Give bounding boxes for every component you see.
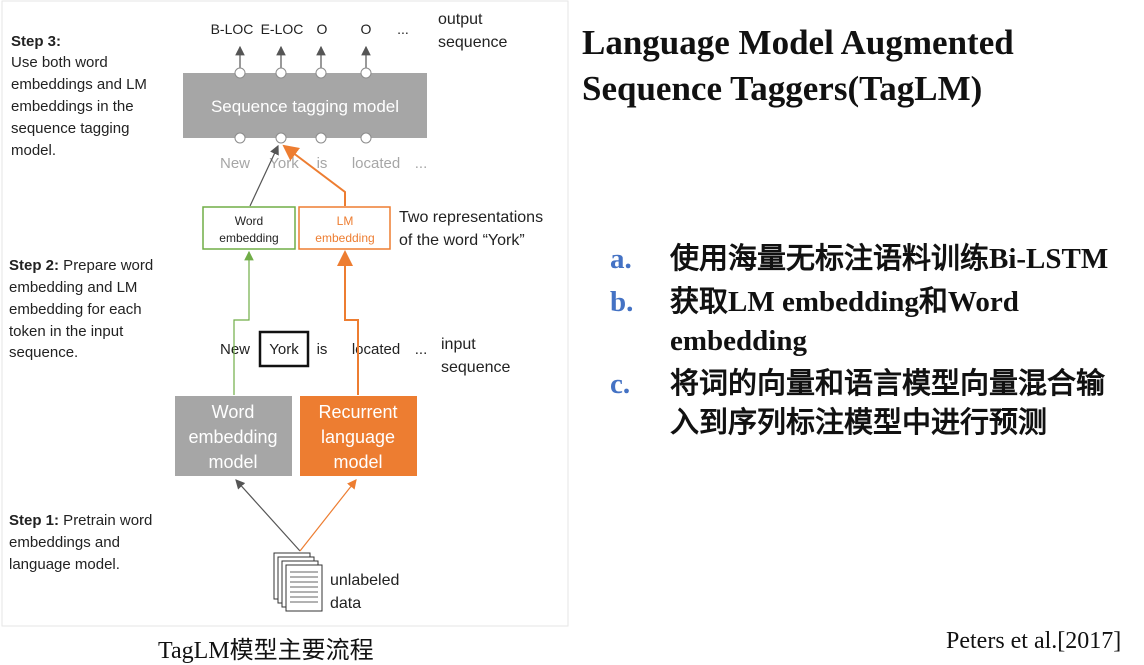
svg-text:sequence: sequence <box>438 34 507 51</box>
svg-text:embedding and LM: embedding and LM <box>9 279 137 296</box>
svg-text:York: York <box>269 341 299 358</box>
slide-title-line: Sequence Taggers(TagLM) <box>582 69 983 108</box>
step3-heading: Step 3: <box>11 33 61 50</box>
bullet-text: 获取LM embedding和Word embedding <box>670 286 1019 357</box>
word-embedding-box <box>202 206 296 250</box>
svg-text:is: is <box>317 341 328 358</box>
lm-model-to-embedding-arrow <box>337 250 359 395</box>
svg-text:language: language <box>321 427 395 447</box>
output-label: O <box>361 21 372 37</box>
svg-text:input: input <box>441 336 476 353</box>
recurrent-language-model-box <box>300 396 417 476</box>
svg-text:language model.: language model. <box>9 556 120 573</box>
output-label: B-LOC <box>211 21 254 37</box>
svg-text:output: output <box>438 11 483 28</box>
output-caption: output sequence <box>438 11 507 51</box>
bullet-marker: a. <box>610 243 632 275</box>
svg-text:embeddings and: embeddings and <box>9 534 120 551</box>
figure-caption: TagLM模型主要流程 <box>158 638 374 664</box>
sequence-tagging-model-box <box>183 73 427 138</box>
svg-text:Step 2: Prepare word: Step 2: Prepare word <box>9 257 153 274</box>
step2-heading: Step 2: <box>9 257 59 274</box>
two-representations-note: Two representations of the word “York” <box>399 209 543 249</box>
step3-text: Step 3: Use both word embeddings and LM … <box>11 33 147 159</box>
step3-line: model. <box>11 142 56 159</box>
slide-title: Language Model Augmented Sequence Tagger… <box>582 20 1122 112</box>
step3-line: Use both word <box>11 54 108 71</box>
svg-text:...: ... <box>415 341 428 358</box>
svg-text:Step 1: Pretrain word: Step 1: Pretrain word <box>9 512 152 529</box>
svg-text:token in the input: token in the input <box>9 323 124 340</box>
svg-text:model: model <box>208 452 257 472</box>
word-embedding-label: embedding <box>219 231 278 245</box>
lm-emb-to-tagger-arrow <box>282 144 346 206</box>
taglm-diagram: Step 3: Use both word embeddings and LM … <box>1 0 569 627</box>
recurrent-language-model-label: Recurrent language model <box>318 402 397 472</box>
bullet-item: b. 获取LM embedding和Word embedding <box>610 283 1130 361</box>
step3-line: sequence tagging <box>11 120 129 137</box>
svg-text:New: New <box>220 341 250 358</box>
step1-heading: Step 1: <box>9 512 59 529</box>
bullet-text: 使用海量无标注语料训练Bi-LSTM <box>670 243 1109 275</box>
slide-title-line: Language Model Augmented <box>582 23 1014 62</box>
word-emb-to-tagger-arrow <box>249 144 279 207</box>
step3-line: embeddings and LM <box>11 76 147 93</box>
output-label: O <box>317 21 328 37</box>
output-label: E-LOC <box>261 21 304 37</box>
lm-embedding-label: LM <box>337 214 354 228</box>
svg-text:Recurrent: Recurrent <box>318 402 397 422</box>
sequence-tagging-model-label: Sequence tagging model <box>211 97 399 116</box>
bullet-marker: b. <box>610 286 634 318</box>
svg-text:Two representations: Two representations <box>399 209 543 226</box>
bullet-item: a. 使用海量无标注语料训练Bi-LSTM <box>610 240 1130 279</box>
output-labels: B-LOC E-LOC O O ... <box>211 21 409 37</box>
svg-text:of the word “York”: of the word “York” <box>399 232 525 249</box>
svg-text:sequence: sequence <box>441 359 510 376</box>
lm-embedding-box <box>298 206 391 250</box>
step1-text: Step 1: Pretrain word embeddings and lan… <box>9 512 152 573</box>
svg-text:embedding: embedding <box>188 427 277 447</box>
word-model-to-embedding-arrow <box>233 250 254 395</box>
svg-text:Word: Word <box>212 402 255 422</box>
svg-text:data: data <box>330 595 361 612</box>
input-tokens: New York is located ... <box>220 341 427 358</box>
svg-text:located: located <box>352 155 400 172</box>
citation: Peters et al.[2017] <box>946 628 1122 654</box>
bullet-list: a. 使用海量无标注语料训练Bi-LSTM b. 获取LM embedding和Wo… <box>610 240 1130 447</box>
lm-embedding-label: embedding <box>315 231 374 245</box>
svg-text:embedding for each: embedding for each <box>9 301 142 318</box>
output-label: ... <box>397 21 409 37</box>
york-highlight-box <box>258 330 310 368</box>
documents-stack-icon <box>273 552 323 612</box>
svg-text:...: ... <box>415 155 428 172</box>
data-to-lm-model-arrow <box>299 479 357 552</box>
bullet-text: 将词的向量和语言模型向量混合输入到序列标注模型中进行预测 <box>670 368 1106 439</box>
input-caption: input sequence <box>441 336 510 376</box>
unlabeled-data-label: unlabeled data <box>330 572 399 612</box>
word-embedding-model-label: Word embedding model <box>188 402 277 472</box>
step3-line: embeddings in the <box>11 98 134 115</box>
svg-text:is: is <box>317 155 328 172</box>
word-embedding-model-box <box>175 396 292 476</box>
svg-text:located: located <box>352 341 400 358</box>
svg-text:model: model <box>333 452 382 472</box>
bullet-item: c. 将词的向量和语言模型向量混合输入到序列标注模型中进行预测 <box>610 365 1130 443</box>
bullet-marker: c. <box>610 368 631 400</box>
word-embedding-label: Word <box>235 214 263 228</box>
svg-text:New: New <box>220 155 250 172</box>
tagger-nodes <box>234 67 372 144</box>
svg-text:sequence.: sequence. <box>9 344 78 361</box>
svg-text:unlabeled: unlabeled <box>330 572 399 589</box>
data-to-word-model-arrow <box>235 479 301 552</box>
step2-text: Step 2: Prepare word embedding and LM em… <box>9 257 153 361</box>
svg-text:York: York <box>269 155 299 172</box>
